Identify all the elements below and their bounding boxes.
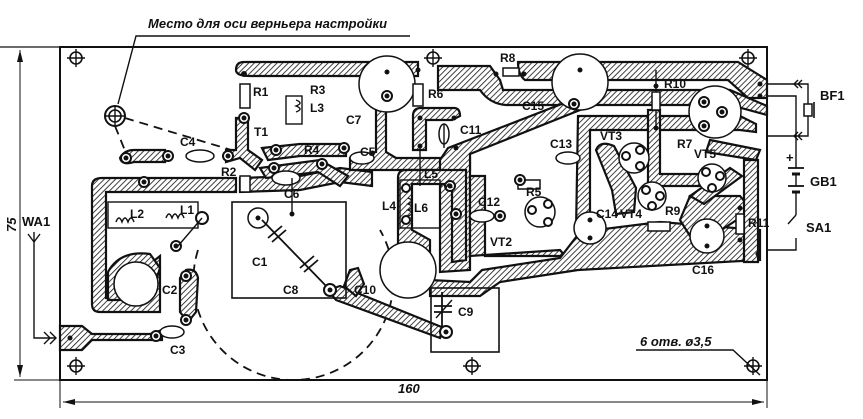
label-c8: C8 <box>283 283 299 297</box>
label-c3: C3 <box>170 343 186 357</box>
label-vt4: VT4 <box>620 207 642 221</box>
c6-body <box>271 170 301 186</box>
c13-body <box>555 151 581 165</box>
dimension-width <box>59 380 768 408</box>
vernier-axis-hole-icon <box>104 105 126 127</box>
label-r6: R6 <box>428 87 444 101</box>
mounting-hole-icon <box>462 356 482 376</box>
coil-icon <box>115 99 453 224</box>
vernier-cord <box>114 125 129 159</box>
speaker-label: BF1 <box>820 88 845 103</box>
c14-body <box>573 211 607 245</box>
r9-body <box>647 221 671 232</box>
switch-label: SA1 <box>806 220 831 235</box>
label-l2: L2 <box>130 207 144 221</box>
wire-links <box>177 70 657 247</box>
c15-body <box>551 53 609 111</box>
label-c5: C5 <box>360 145 376 159</box>
label-c1: C1 <box>252 255 268 269</box>
label-c2: C2 <box>162 283 178 297</box>
switch-icon <box>767 214 797 251</box>
label-l5: L5 <box>424 167 438 181</box>
label-r1: R1 <box>253 85 269 99</box>
vernier-cord <box>124 117 239 153</box>
c10-body <box>379 241 437 299</box>
holes-note: 6 отв. ø3,5 <box>640 334 712 349</box>
label-vt2: VT2 <box>490 235 512 249</box>
label-c13: C13 <box>550 137 572 151</box>
label-c11: C11 <box>460 123 482 137</box>
c9-outline <box>430 287 500 353</box>
speaker-wiring <box>767 79 813 141</box>
label-l1: L1 <box>180 203 194 217</box>
label-c15: C15 <box>522 99 544 113</box>
label-vt3: VT3 <box>600 129 622 143</box>
title-text: Место для оси верньера настройки <box>148 16 387 31</box>
label-vt5: VT5 <box>694 147 716 161</box>
battery-label: GB1 <box>810 174 837 189</box>
mounting-hole-icon <box>66 48 86 68</box>
label-c10: C10 <box>354 283 376 297</box>
r7-trimmer-body <box>688 85 742 139</box>
label-c12: C12 <box>478 195 500 209</box>
label-r9: R9 <box>665 204 681 218</box>
r11-body <box>735 213 745 235</box>
label-r5: R5 <box>526 185 542 199</box>
tuning-capacitor-outline <box>231 201 347 299</box>
c5-body <box>349 151 375 165</box>
component-labels: R1 R2 R3 R4 R5 R6 R7 R8 R9 R10 R11 C1 C2… <box>130 51 770 357</box>
label-r4: R4 <box>304 143 320 157</box>
mounting-hole-icon <box>743 356 763 376</box>
variable-capacitor-icon <box>261 219 331 291</box>
label-c6: C6 <box>284 187 300 201</box>
label-l6: L6 <box>414 201 428 215</box>
label-r8: R8 <box>500 51 516 65</box>
battery-polarity: + <box>786 150 794 165</box>
label-r10: R10 <box>664 77 686 91</box>
c9-trimmer-icon <box>434 292 453 330</box>
label-r7: R7 <box>677 137 693 151</box>
width-dimension-label: 160 <box>398 381 420 396</box>
label-c4: C4 <box>180 135 196 149</box>
c12-body <box>469 209 495 223</box>
label-r2: R2 <box>221 165 237 179</box>
mounting-hole-icon <box>423 48 443 68</box>
r1-body <box>239 83 251 109</box>
r8-body <box>502 67 520 77</box>
label-r11: R11 <box>748 216 770 230</box>
label-l3: L3 <box>310 101 324 115</box>
antenna-wiring <box>27 233 57 345</box>
antenna-label: WA1 <box>22 214 50 229</box>
label-l4: L4 <box>382 199 396 213</box>
label-c7: C7 <box>346 113 362 127</box>
r6-body <box>412 83 424 107</box>
r10-body <box>651 91 661 111</box>
label-c16: C16 <box>692 263 714 277</box>
r2-body <box>239 175 251 193</box>
label-c9: C9 <box>458 305 474 319</box>
holes-leader <box>636 349 761 376</box>
c3-body <box>159 325 185 339</box>
r3-l3-outline <box>285 95 303 125</box>
label-t1: T1 <box>254 125 268 139</box>
mounting-hole-icon <box>66 356 86 376</box>
c4-body <box>185 149 215 163</box>
dimension-height <box>14 46 60 381</box>
board-outline <box>59 46 768 381</box>
c2-body <box>113 261 159 307</box>
c16-body <box>689 218 725 254</box>
label-c14: C14 <box>596 207 618 221</box>
label-r3: R3 <box>310 83 326 97</box>
c7-body <box>358 55 416 113</box>
height-dimension-label: 75 <box>4 217 19 232</box>
